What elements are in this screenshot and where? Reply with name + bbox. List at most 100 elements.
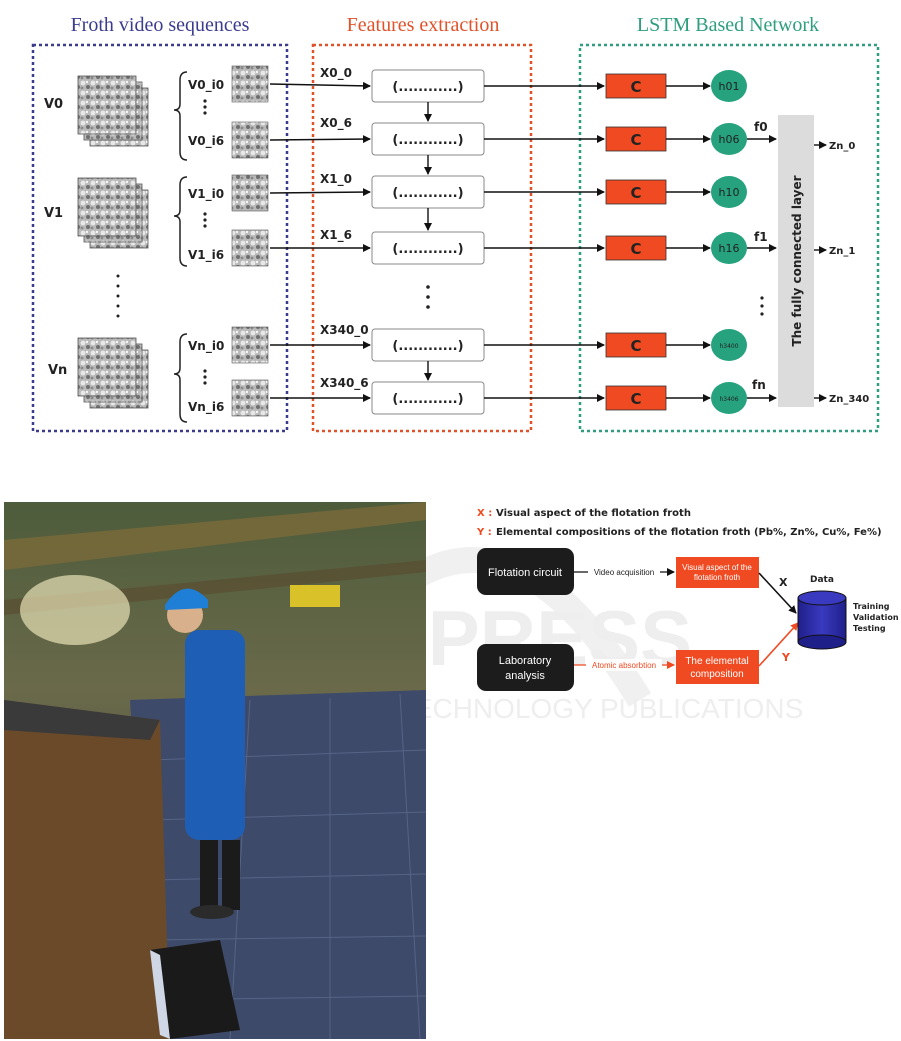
workflow-legend: X : Visual aspect of the flotation froth… (476, 508, 882, 538)
feature-box-text: (............) (392, 339, 463, 354)
visual-aspect-box: Visual aspect of the flotation froth (676, 557, 759, 588)
elemental-line1: The elemental (685, 656, 748, 667)
feature-box-text: (............) (392, 186, 463, 201)
hidden-state-label: h3400 (719, 343, 738, 350)
db-item-testing: Testing (853, 624, 886, 633)
frame-thumbnail (231, 326, 269, 364)
outputs: Zn_0 Zn_1 Zn_340 (829, 141, 869, 405)
database-icon (797, 590, 847, 650)
lstm-cell-label: C (630, 78, 641, 96)
database-items: Training Validation Testing (853, 602, 899, 633)
hidden-state-label: h10 (719, 186, 740, 199)
video-acquisition-arrow: Video acquisition (574, 566, 675, 578)
frame-label: V0_i0 (188, 78, 224, 93)
froth-section: Froth video sequences (31, 14, 289, 433)
features-section-border (311, 43, 533, 433)
frame-label: V1_i6 (188, 248, 224, 263)
lstm-cells: C C C C C C (605, 73, 667, 411)
laboratory-line1: Laboratory (499, 655, 552, 667)
x-arrow-label: X (779, 576, 788, 589)
visual-aspect-line1: Visual aspect of the (682, 563, 752, 572)
watermark-line2: TECHNOLOGY PUBLICATIONS (397, 693, 804, 724)
fc-layer-label: The fully connected layer (790, 175, 804, 346)
frame-thumbnail (231, 229, 269, 267)
hidden-state-label: h01 (719, 80, 740, 93)
feature-label: X340_0 (320, 323, 369, 338)
cell-to-hidden-arrows (666, 82, 711, 402)
feature-to-cell-arrows (484, 82, 605, 402)
video-stack-vn: Vn (48, 337, 149, 409)
frame-label: Vn_i6 (188, 400, 224, 415)
feature-label: X1_0 (320, 172, 352, 187)
elemental-composition-box: The elemental composition (676, 650, 759, 684)
x-legend-key: X : (477, 508, 492, 519)
lstm-cell-label: C (630, 131, 641, 149)
f-label: f0 (754, 120, 768, 134)
hidden-state-label: h16 (719, 242, 740, 255)
frame-label: Vn_i0 (188, 339, 224, 354)
y-legend-key: Y : (476, 527, 492, 538)
feature-box-text: (............) (392, 392, 463, 407)
elemental-line2: composition (690, 669, 743, 680)
f-label: fn (752, 378, 766, 392)
fc-to-output-arrows (814, 141, 827, 402)
x-legend-text: Visual aspect of the flotation froth (496, 508, 691, 519)
features-section: Features extraction (311, 14, 533, 433)
frame-label: V0_i6 (188, 134, 224, 149)
db-item-training: Training (853, 602, 890, 611)
hidden-state-label: h06 (719, 133, 740, 146)
feature-label: X1_6 (320, 228, 352, 243)
feature-boxes: (............) (............) (.........… (371, 69, 485, 415)
braces (173, 71, 188, 423)
watermark: PRESS TECHNOLOGY PUBLICATIONS (298, 547, 804, 724)
f-label: f1 (754, 230, 768, 244)
lstm-cell-label: C (630, 337, 641, 355)
feature-box-text: (............) (392, 133, 463, 148)
feature-label: X0_6 (320, 116, 352, 131)
y-arrow-label: Y (781, 651, 791, 664)
frame-thumbnail (231, 65, 269, 103)
video-label-v0: V0 (44, 97, 63, 112)
feature-labels: X0_0 X0_6 X1_0 X1_6 X340_0 X340_6 (320, 66, 369, 391)
video-acquisition-label: Video acquisition (594, 568, 654, 577)
video-stack-v0: V0 (44, 75, 149, 147)
features-section-title: Features extraction (347, 14, 500, 36)
video-stack-v1: V1 (44, 177, 149, 249)
frame-thumbnail (231, 379, 269, 417)
frame-to-feature-arrows (269, 81, 371, 402)
frame-thumbnail (231, 174, 269, 212)
flotation-circuit-box: Flotation circuit (477, 548, 574, 595)
lstm-section: LSTM Based Network (578, 14, 880, 433)
lstm-cell-label: C (630, 240, 641, 258)
hidden-to-fc-arrows (747, 135, 777, 402)
video-label-v1: V1 (44, 206, 63, 221)
data-label: Data (810, 575, 834, 585)
industrial-plant-photo (4, 502, 427, 1040)
lstm-section-title: LSTM Based Network (637, 14, 819, 36)
video-label-vn: Vn (48, 363, 67, 378)
fully-connected-layer: The fully connected layer (778, 115, 814, 407)
output-label: Zn_0 (829, 141, 855, 152)
hidden-state-label: h3406 (719, 396, 738, 403)
frame-thumbnail (231, 121, 269, 159)
lstm-cell-label: C (630, 390, 641, 408)
atomic-absorption-arrow: Atomic absorbtion (574, 659, 675, 671)
f-labels: f0 f1 fn (752, 120, 768, 392)
laboratory-line2: analysis (505, 670, 545, 682)
output-label: Zn_1 (829, 246, 855, 257)
to-database-arrows: X Y Data (758, 572, 834, 667)
hidden-states: h01 h06 h10 h16 h3400 h3406 (711, 70, 747, 414)
frame-ellipsis (203, 99, 207, 385)
froth-section-title: Froth video sequences (71, 14, 250, 36)
feature-box-text: (............) (392, 80, 463, 95)
froth-section-border (31, 43, 289, 433)
feature-box-text: (............) (392, 242, 463, 257)
frame-label: V1_i0 (188, 187, 224, 202)
atomic-absorption-label: Atomic absorbtion (592, 661, 656, 670)
video-ellipsis (116, 274, 120, 318)
db-item-validation: Validation (853, 613, 899, 622)
output-label: Zn_340 (829, 394, 869, 405)
y-legend-text: Elemental compositions of the flotation … (496, 527, 882, 538)
laboratory-box: Laboratory analysis (477, 644, 574, 691)
